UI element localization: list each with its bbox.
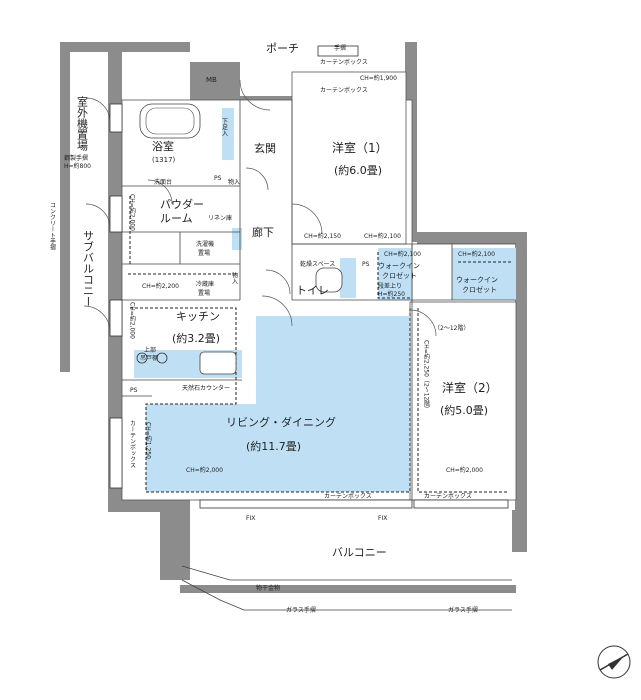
ceiling-dashes [128, 196, 512, 493]
bath-label: 浴室 [152, 139, 174, 153]
laundry-2: 置場 [198, 249, 210, 257]
curtain-box-2: カーテンボックス [424, 492, 472, 500]
ch-2150: CH=約2,150 [304, 232, 341, 240]
glass-rail-2: ガラス手摺 [448, 606, 478, 614]
ps-3: PS [130, 387, 138, 394]
toilet-label: トイレ [296, 284, 329, 297]
porch-rail: 手摺 [334, 44, 346, 52]
curtain-box-5: カーテンボックス [129, 420, 136, 468]
fridge-2: 置場 [198, 289, 210, 297]
glass-rail-1: ガラス手摺 [286, 606, 316, 614]
fixtures [136, 103, 343, 375]
ch-2000-c: CH=約2,000 [186, 466, 223, 474]
kitchen-size: (約3.2畳) [172, 331, 220, 345]
sub-rail-2: H=約800 [64, 162, 91, 170]
living-dining-label: リビング・ダイニング [226, 415, 336, 429]
mb-label: MB [206, 76, 217, 84]
walkin-closet-1: ウォークイン [378, 262, 420, 270]
curtain-box-3: カーテンボックス [320, 58, 368, 66]
ch-2000-a: CH=約2,000 [129, 194, 136, 231]
bath-size: (1317) [152, 156, 176, 164]
walkin-closet-2: ウォークイン [456, 276, 498, 284]
western2-size: (約5.0畳) [440, 403, 488, 417]
curtain-box-1: カーテンボックス [324, 492, 372, 500]
linen: リネン庫 [208, 214, 232, 222]
ps-1: PS [214, 175, 222, 182]
windows [109, 45, 509, 509]
blue-areas [134, 108, 516, 492]
bath-equipment: 洗面台 [154, 178, 172, 186]
step-up-2: H=約250 [378, 290, 405, 298]
sub-balcony-label: サブバルコニー [82, 230, 95, 307]
ch-2100-b: CH=約2,100 [384, 250, 421, 258]
entrance-label: 玄関 [254, 141, 276, 155]
ch-2000-d: CH=約2,000 [446, 466, 483, 474]
ch-1900: CH=約1,900 [360, 74, 397, 82]
stone-counter: 天然石カウンター [182, 384, 230, 392]
powder-room-label-2: ルーム [160, 212, 193, 225]
western1-size: (約6.0畳) [334, 163, 382, 177]
storage-3: 物入 [231, 271, 238, 284]
ps-2: PS [362, 261, 370, 268]
concrete-rail-label: コンクリート手摺 [49, 202, 56, 251]
hallway-label: 廊下 [252, 225, 274, 239]
walkin-closet-2b: クロゼット [462, 285, 497, 294]
powder-room-label: パウダー [160, 197, 204, 211]
ch-1250: CH=約1,250 [145, 422, 152, 459]
exterior-walls [60, 42, 527, 593]
curtain-box-4: カーテンボックス [320, 86, 368, 94]
handrail: 物干金物 [256, 584, 280, 592]
fix-2: FIX [378, 515, 387, 522]
floors-note: （2〜12階） [434, 324, 469, 332]
fix-1: FIX [246, 515, 255, 522]
outdoor-unit-label: 室外機置場 [76, 95, 89, 152]
laundry: 洗濯機 [196, 240, 214, 248]
storage-1: 下足入 [221, 118, 228, 136]
kitchen-top-2: 吊戸棚 [140, 354, 158, 362]
ch-2100-c: CH=約2,100 [458, 250, 495, 258]
kitchen-top: 上部 [144, 346, 156, 354]
porch-label: ポーチ [266, 42, 299, 55]
ch-2250: CH=約2,250（2〜12階） [423, 340, 430, 412]
balcony-label: バルコニー [332, 546, 387, 559]
step-up: 段差上り [378, 282, 402, 290]
ch-2000-b: CH=約2,000 [129, 302, 136, 339]
sub-rail: 鋼製手摺 [64, 154, 88, 162]
walkin-closet-1b: クロゼット [382, 271, 417, 280]
north-arrow [597, 645, 631, 679]
balcony-rail [181, 565, 512, 611]
ch-2200: CH=約2,200 [142, 282, 179, 290]
western2-label: 洋室（2） [442, 380, 498, 395]
living-dining-size: (約11.7畳) [246, 439, 301, 453]
western1-label: 洋室（1） [332, 140, 388, 155]
ch-2100-a: CH=約2,100 [364, 232, 401, 240]
dryer-space: 乾燥スペース [300, 260, 335, 268]
kitchen-label: キッチン [176, 310, 220, 323]
partitions [122, 100, 516, 500]
fridge: 冷蔵庫 [196, 280, 214, 288]
storage-2: 物入 [228, 178, 240, 186]
